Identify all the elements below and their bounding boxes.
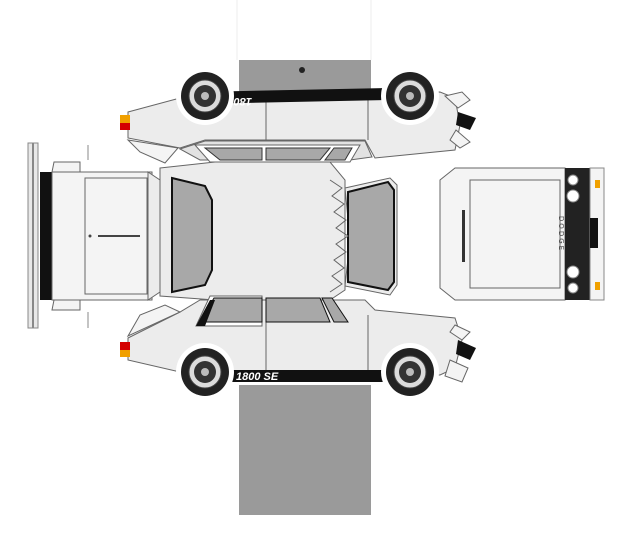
- roof-panel: [159, 161, 398, 301]
- glue-tab-bottom: [239, 385, 371, 515]
- indicator-front-top: [595, 180, 600, 188]
- tail-light-red: [120, 123, 130, 130]
- wheel-rear-bottom: [176, 343, 234, 401]
- model-badge-bottom: 1800 SE: [236, 371, 279, 383]
- rear-window: [171, 176, 213, 294]
- windscreen: [347, 180, 395, 292]
- wheel-rear-top: [176, 67, 234, 125]
- tail-light-amber-bottom: [120, 350, 130, 357]
- rear-panel: [27, 142, 161, 329]
- wheel-front-bottom: [381, 343, 439, 401]
- hole-marker: [299, 67, 305, 73]
- tail-light-amber: [120, 115, 130, 123]
- front-panel: [439, 167, 605, 301]
- indicator-front-bottom: [595, 282, 600, 290]
- tail-light-red-bottom: [120, 342, 130, 350]
- front-brand-label: DODGE: [557, 216, 565, 252]
- wheel-front-top: [381, 67, 439, 125]
